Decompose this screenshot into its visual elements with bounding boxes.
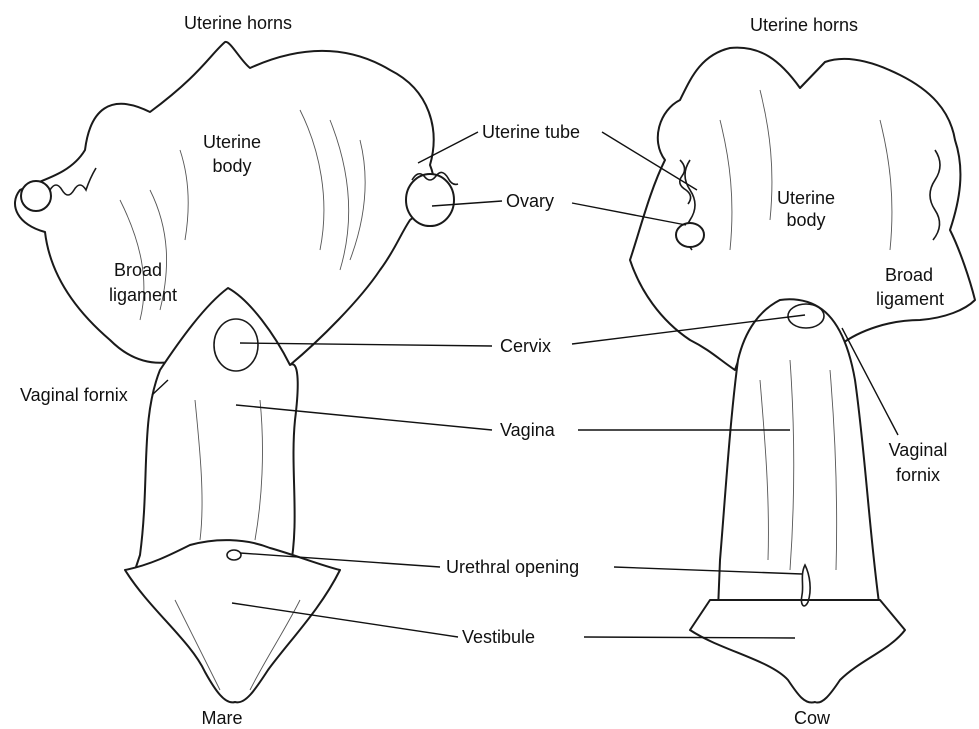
mare-broad-ligament-label-line2: ligament — [109, 285, 177, 305]
ovary-label: Ovary — [506, 191, 554, 211]
mare-uterine-body-label-line1: Uterine — [203, 132, 261, 152]
vagina-label: Vagina — [500, 420, 556, 440]
cow-ovary — [676, 223, 704, 247]
mare-vestibule-outline — [125, 540, 340, 702]
cow-broad-ligament-label-line2: ligament — [876, 289, 944, 309]
mare-left-ovary — [21, 181, 51, 211]
mare-right-ovary — [406, 174, 454, 226]
mare-broad-ligament-label-line1: Broad — [114, 260, 162, 280]
cow-vaginal-fornix-label-line2: fornix — [896, 465, 940, 485]
mare-vaginal-fornix-label: Vaginal fornix — [20, 385, 128, 405]
cervix-label: Cervix — [500, 336, 551, 356]
vestibule-label: Vestibule — [462, 627, 535, 647]
cow-vagina-outline — [718, 299, 880, 610]
leader-vestibule-cow — [584, 637, 795, 638]
cow-species-label: Cow — [794, 708, 831, 728]
cow-vaginal-fornix-label-line1: Vaginal — [889, 440, 948, 460]
mare-species-label: Mare — [201, 708, 242, 728]
cow-broad-ligament-label-line1: Broad — [885, 265, 933, 285]
urethral-opening-label: Urethral opening — [446, 557, 579, 577]
cow-uterine-body-label-line1: Uterine — [777, 188, 835, 208]
cow-vestibule-outline — [690, 600, 905, 703]
cow-uterine-body-label-line2: body — [786, 210, 825, 230]
cow-illustration — [630, 48, 975, 703]
mare-uterine-horns-label: Uterine horns — [184, 13, 292, 33]
mare-uterine-body-label-line2: body — [212, 156, 251, 176]
uterine-tube-label: Uterine tube — [482, 122, 580, 142]
cow-uterine-horns-label: Uterine horns — [750, 15, 858, 35]
